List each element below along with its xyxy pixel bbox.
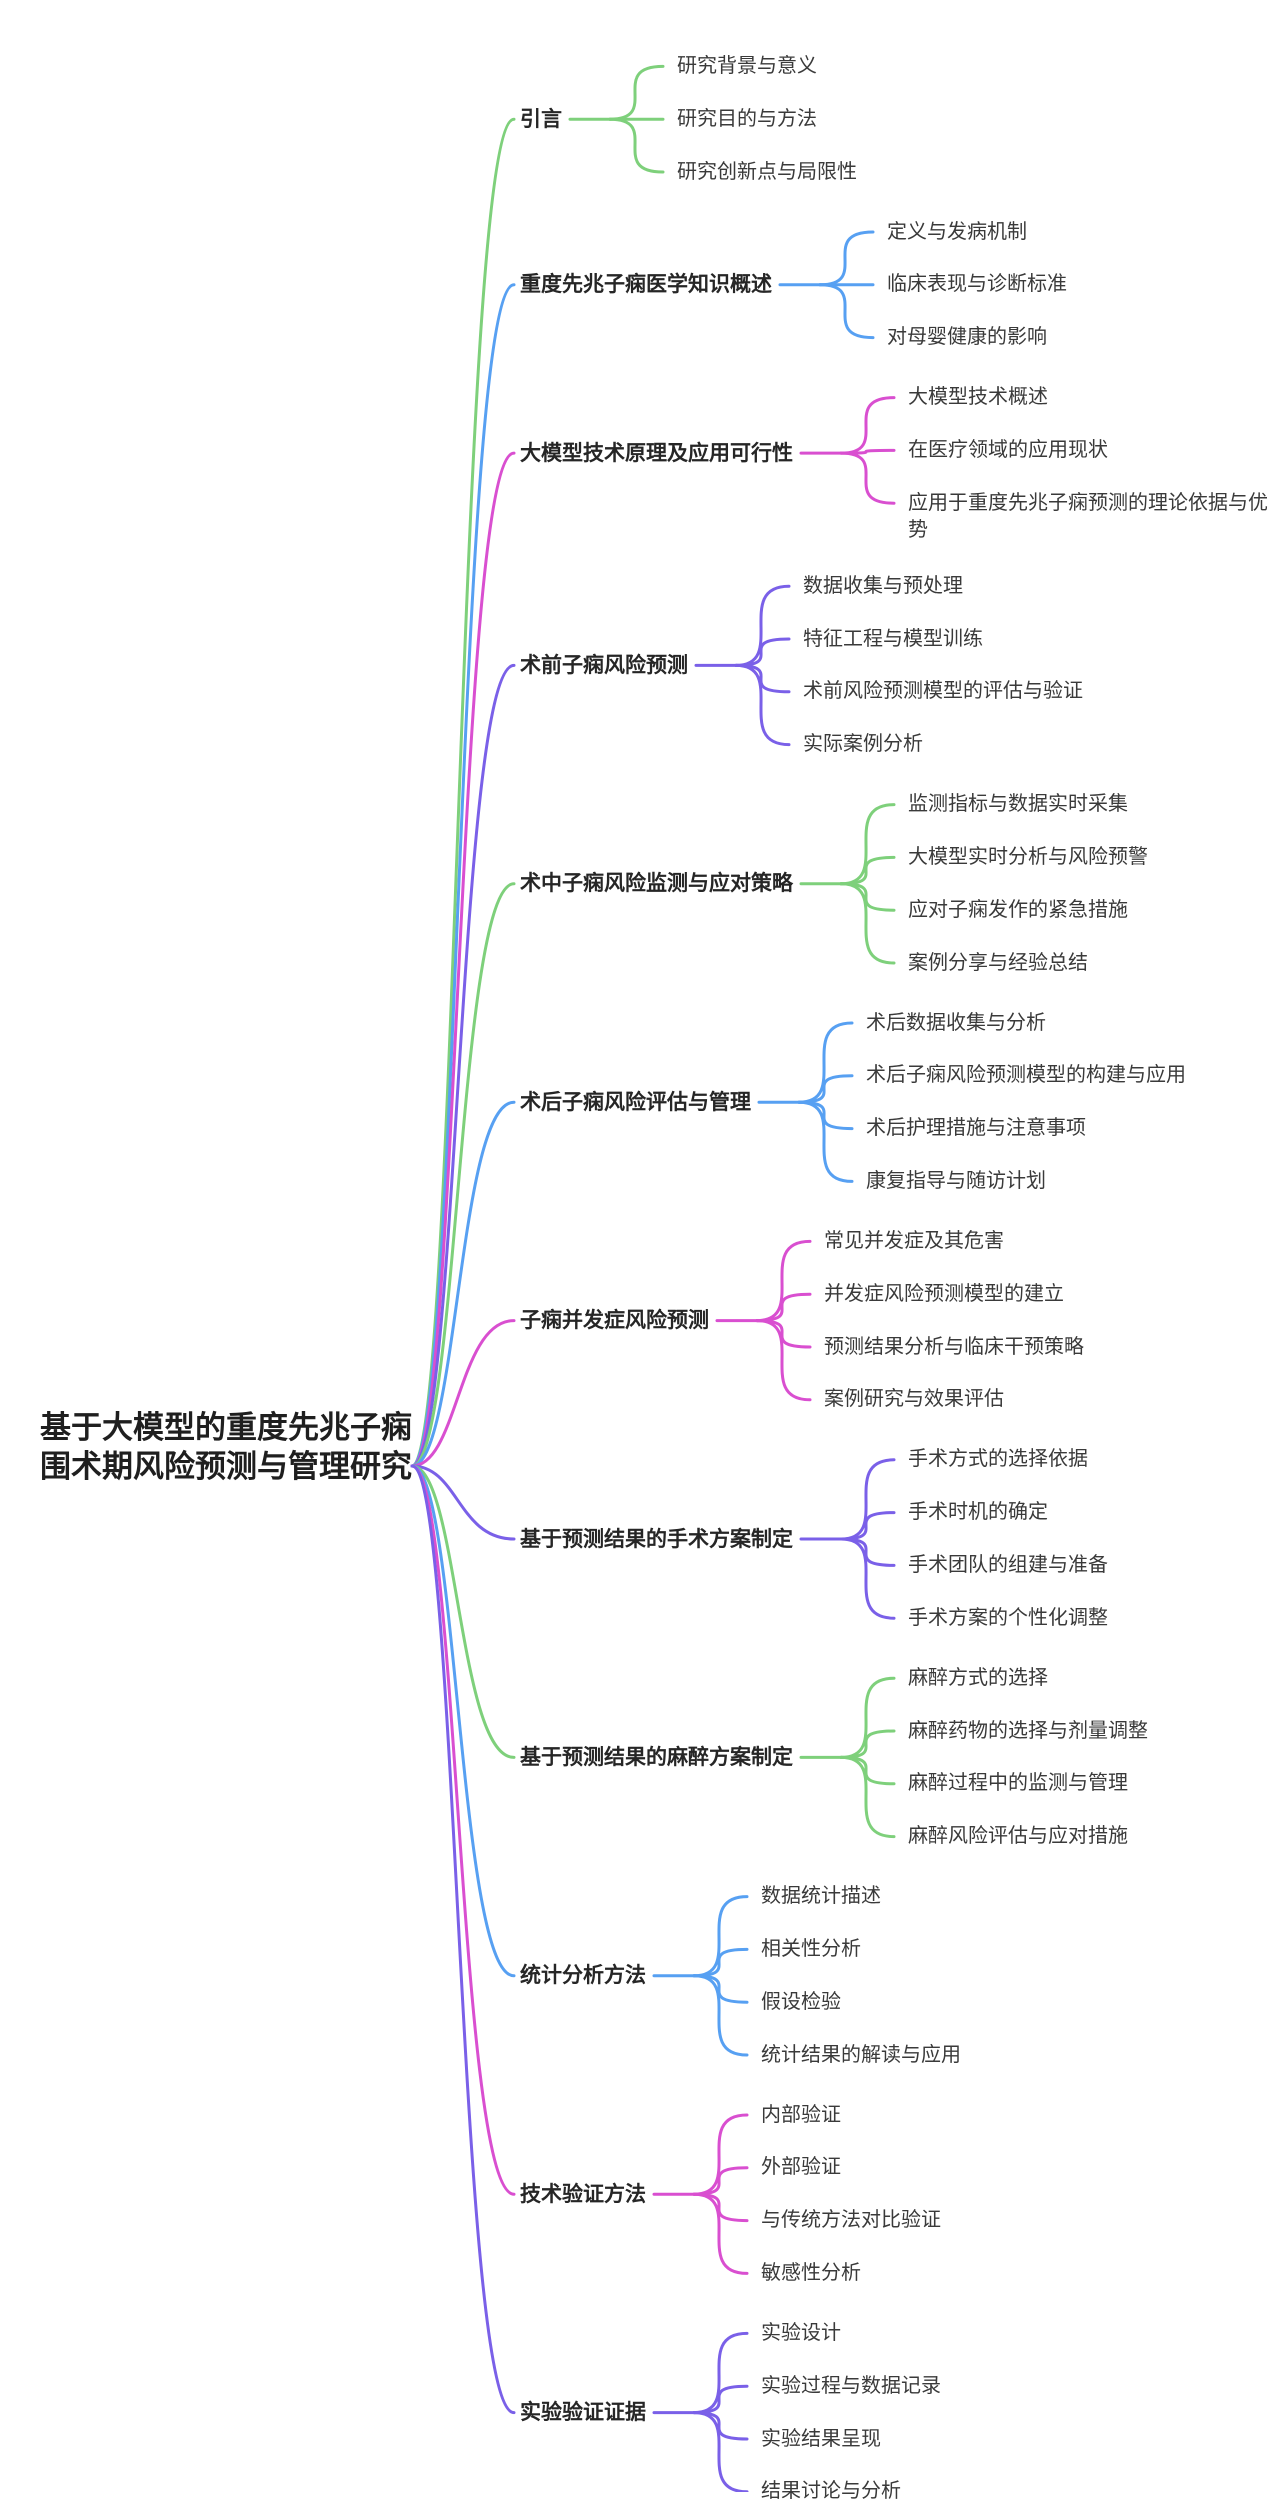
child-label[interactable]: 麻醉方式的选择 xyxy=(908,1666,1048,1689)
child-label[interactable]: 监测指标与数据实时采集 xyxy=(908,793,1128,816)
branch-label[interactable]: 基于预测结果的麻醉方案制定 xyxy=(520,1745,793,1769)
child-label[interactable]: 研究目的与方法 xyxy=(677,107,817,130)
child-label[interactable]: 应对子痫发作的紧急措施 xyxy=(908,898,1128,921)
child-label[interactable]: 假设检验 xyxy=(761,1990,841,2013)
child-label[interactable]: 术前风险预测模型的评估与验证 xyxy=(803,680,1083,703)
child-label[interactable]: 实验过程与数据记录 xyxy=(761,2374,941,2397)
branch-label[interactable]: 术后子痫风险评估与管理 xyxy=(520,1090,751,1114)
branch-label[interactable]: 实验验证证据 xyxy=(520,2401,646,2425)
child-label[interactable]: 大模型实时分析与风险预警 xyxy=(908,845,1148,868)
child-label[interactable]: 研究背景与意义 xyxy=(677,54,817,77)
child-label[interactable]: 手术时机的确定 xyxy=(908,1501,1048,1524)
child-label[interactable]: 定义与发病机制 xyxy=(887,220,1027,243)
child-label[interactable]: 手术方式的选择依据 xyxy=(908,1448,1088,1471)
child-label[interactable]: 统计结果的解读与应用 xyxy=(761,2043,961,2066)
branch-label[interactable]: 术前子痫风险预测 xyxy=(520,653,688,677)
child-label[interactable]: 手术方案的个性化调整 xyxy=(908,1606,1108,1629)
child-label[interactable]: 应用于重度先兆子痫预测的理论依据与优势 xyxy=(908,491,1268,541)
child-label[interactable]: 康复指导与随访计划 xyxy=(866,1169,1046,1192)
child-label[interactable]: 案例研究与效果评估 xyxy=(824,1388,1004,1411)
child-label[interactable]: 外部验证 xyxy=(761,2156,841,2179)
child-label[interactable]: 麻醉过程中的监测与管理 xyxy=(908,1772,1128,1795)
child-label[interactable]: 敏感性分析 xyxy=(761,2261,861,2284)
root-node[interactable]: 基于大模型的重度先兆子痫围术期风险预测与管理研究 xyxy=(40,1410,412,1484)
child-label[interactable]: 术后护理措施与注意事项 xyxy=(866,1117,1086,1140)
branch-label[interactable]: 重度先兆子痫医学知识概述 xyxy=(520,273,772,297)
child-label[interactable]: 临床表现与诊断标准 xyxy=(887,273,1067,296)
child-label[interactable]: 内部验证 xyxy=(761,2103,841,2126)
child-label[interactable]: 数据统计描述 xyxy=(761,1885,881,1908)
child-label[interactable]: 麻醉风险评估与应对措施 xyxy=(908,1825,1128,1848)
child-label[interactable]: 特征工程与模型训练 xyxy=(803,627,983,650)
child-label[interactable]: 并发症风险预测模型的建立 xyxy=(824,1282,1064,1305)
child-label[interactable]: 数据收集与预处理 xyxy=(803,574,963,597)
child-label[interactable]: 实验结果呈现 xyxy=(761,2427,881,2450)
child-label[interactable]: 麻醉药物的选择与剂量调整 xyxy=(908,1719,1148,1742)
child-label[interactable]: 对母婴健康的影响 xyxy=(887,326,1047,349)
branch-label[interactable]: 引言 xyxy=(520,107,562,131)
child-label[interactable]: 实验设计 xyxy=(761,2321,841,2344)
branch-label[interactable]: 统计分析方法 xyxy=(520,1964,646,1988)
child-label[interactable]: 术后子痫风险预测模型的构建与应用 xyxy=(866,1064,1186,1087)
child-label[interactable]: 实际案例分析 xyxy=(803,733,923,756)
child-label[interactable]: 研究创新点与局限性 xyxy=(677,160,857,183)
branch-label[interactable]: 技术验证方法 xyxy=(520,2182,646,2206)
branch-label[interactable]: 大模型技术原理及应用可行性 xyxy=(520,441,793,465)
child-label[interactable]: 术后数据收集与分析 xyxy=(866,1011,1046,1034)
child-label[interactable]: 与传统方法对比验证 xyxy=(761,2209,941,2232)
branch-label[interactable]: 基于预测结果的手术方案制定 xyxy=(520,1527,793,1551)
branch-label[interactable]: 子痫并发症风险预测 xyxy=(520,1309,709,1333)
child-label[interactable]: 大模型技术概述 xyxy=(908,386,1048,409)
child-label[interactable]: 预测结果分析与临床干预策略 xyxy=(824,1335,1084,1358)
child-label[interactable]: 案例分享与经验总结 xyxy=(908,951,1088,974)
child-label[interactable]: 在医疗领域的应用现状 xyxy=(908,438,1108,461)
child-label[interactable]: 相关性分析 xyxy=(761,1937,861,1960)
branch-label[interactable]: 术中子痫风险监测与应对策略 xyxy=(520,872,793,896)
child-label[interactable]: 手术团队的组建与准备 xyxy=(908,1553,1108,1576)
child-label[interactable]: 常见并发症及其危害 xyxy=(824,1229,1004,1252)
